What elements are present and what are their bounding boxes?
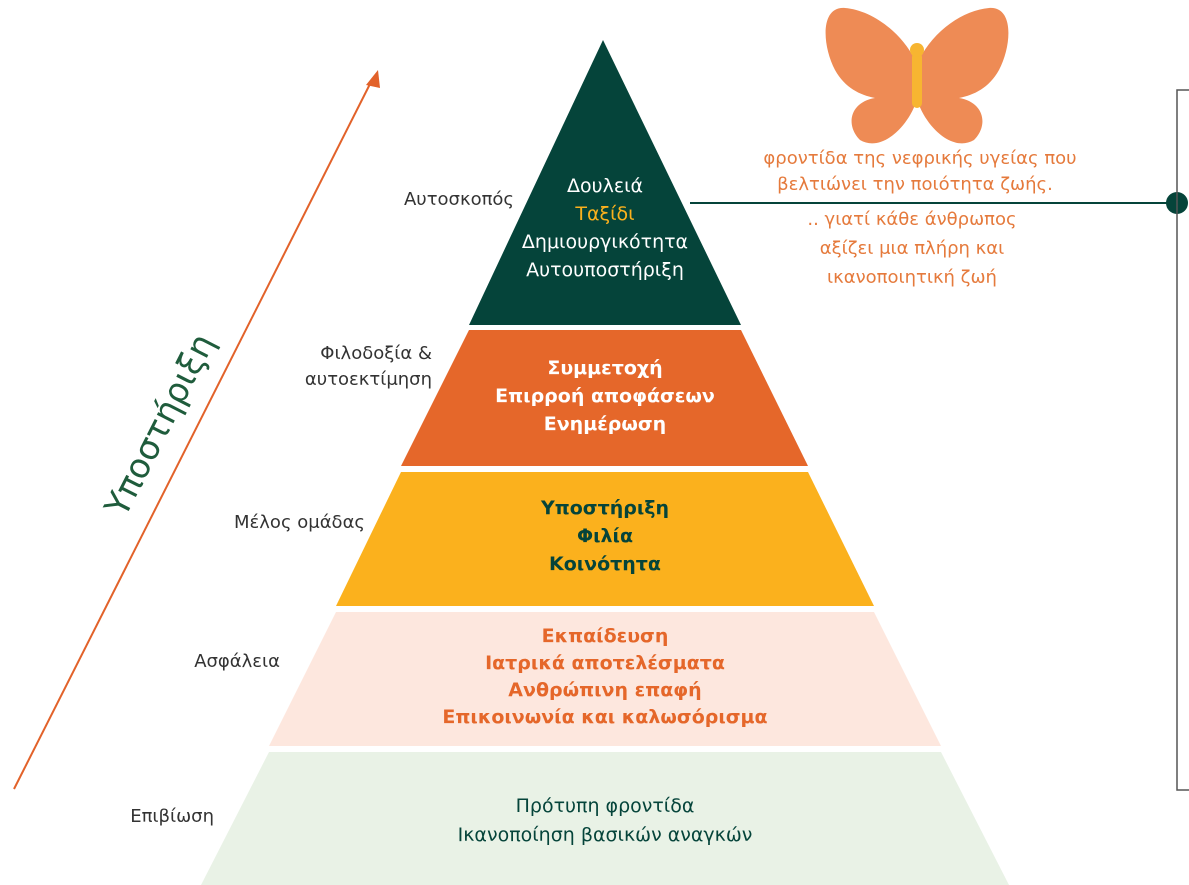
message: φροντίδα της νεφρικής υγείας που βελτιών… [763,148,1076,288]
level-self-actualization-line-4: Αυτουποστήριξη [526,259,684,281]
side-label-esteem-line-2: αυτοεκτίμηση [305,369,432,390]
level-esteem-line-1: Συμμετοχή [547,357,662,379]
message-line-1: φροντίδα της νεφρικής υγείας που [763,148,1076,169]
level-self-actualization-line-2: Ταξίδι [574,203,634,225]
level-safety [269,612,941,746]
side-label-self-actualization-line-1: Αυτοσκοπός [404,189,514,210]
level-belonging-line-2: Φιλία [577,525,633,547]
message-line-3: .. γιατί κάθε άνθρωπος [807,209,1016,230]
side-label-esteem-line-1: Φιλοδοξία & [320,343,432,364]
butterfly-icon [825,7,1009,144]
level-survival [201,752,1009,885]
axis-line [13,79,373,790]
level-survival-line-2: Ικανοποίηση βασικών αναγκών [458,824,753,846]
level-belonging-line-1: Υποστήριξη [540,497,669,519]
level-self-actualization [469,40,741,325]
level-survival-line-1: Πρότυπη φροντίδα [516,795,695,817]
level-safety-line-4: Επικοινωνία και καλωσόρισμα [442,706,767,728]
pyramid [201,40,1009,885]
level-belonging-line-3: Κοινότητα [549,553,661,575]
level-belonging [336,472,874,606]
level-esteem [401,330,808,466]
connector [690,89,1189,791]
level-texts: ΔουλειάΤαξίδιΔημιουργικότηταΑυτουποστήρι… [442,175,767,846]
side-label-survival-line-1: Επιβίωση [130,806,214,827]
message-line-5: ικανοποιητική ζωή [827,267,997,288]
level-self-actualization-line-3: Δημιουργικότητα [522,231,688,253]
message-line-4: αξίζει μια πλήρη και [820,238,1004,259]
axis-label: Υποστήριξη [97,327,224,524]
side-label-safety-line-1: Ασφάλεια [194,651,280,672]
side-label-belonging-line-1: Μέλος ομάδας [234,512,365,533]
level-esteem-line-2: Επιρροή αποφάσεων [495,385,715,407]
message-line-2: βελτιώνει την ποιότητα ζωής. [777,174,1053,195]
level-self-actualization-line-1: Δουλειά [567,175,643,197]
level-safety-line-1: Εκπαίδευση [542,625,669,647]
bracket [1176,89,1189,791]
level-safety-line-3: Ανθρώπινη επαφή [508,679,701,701]
level-safety-line-2: Ιατρικά αποτελέσματα [485,652,725,674]
arrow-up-right-icon [366,70,380,88]
level-esteem-line-3: Ενημέρωση [544,413,666,435]
